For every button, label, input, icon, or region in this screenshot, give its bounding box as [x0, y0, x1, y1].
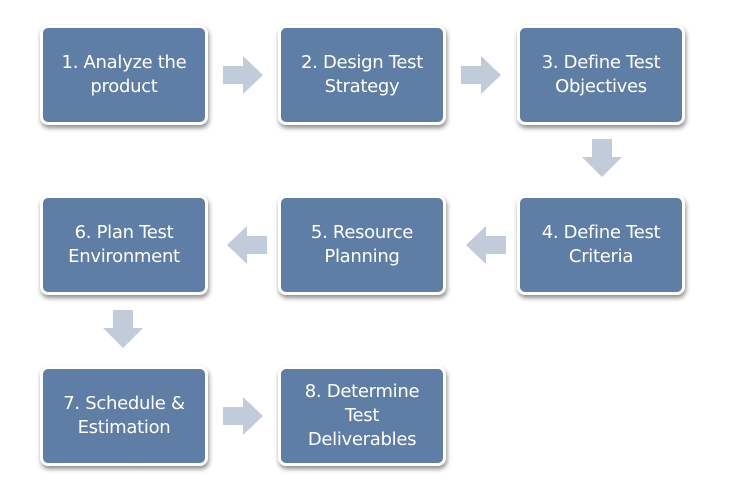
step-8-box: 8. Determine Test Deliverables [278, 366, 446, 466]
step-3-label: 3. Define Test Objectives [541, 52, 661, 97]
step-2-box: 2. Design Test Strategy [278, 25, 446, 125]
arrow-right-icon [223, 56, 263, 94]
arrow-right-icon [223, 397, 263, 435]
step-7-box: 7. Schedule & Estimation [40, 366, 208, 466]
arrow-down-icon [103, 310, 143, 348]
step-3-box: 3. Define Test Objectives [517, 25, 685, 125]
step-5-label: 5. Resource Planning [310, 222, 414, 267]
step-7-label: 7. Schedule & Estimation [63, 393, 185, 438]
step-1-label: 1. Analyze the product [61, 52, 187, 97]
step-6-box: 6. Plan Test Environment [40, 195, 208, 295]
step-4-label: 4. Define Test Criteria [541, 222, 661, 267]
arrow-right-icon [461, 56, 501, 94]
arrow-left-icon [227, 226, 267, 264]
step-5-box: 5. Resource Planning [278, 195, 446, 295]
step-2-label: 2. Design Test Strategy [300, 52, 423, 97]
arrow-left-icon [466, 226, 506, 264]
step-1-box: 1. Analyze the product [40, 25, 208, 125]
step-8-label: 8. Determine Test Deliverables [304, 381, 420, 450]
step-6-label: 6. Plan Test Environment [68, 222, 180, 267]
arrow-down-icon [582, 139, 622, 177]
step-4-box: 4. Define Test Criteria [517, 195, 685, 295]
